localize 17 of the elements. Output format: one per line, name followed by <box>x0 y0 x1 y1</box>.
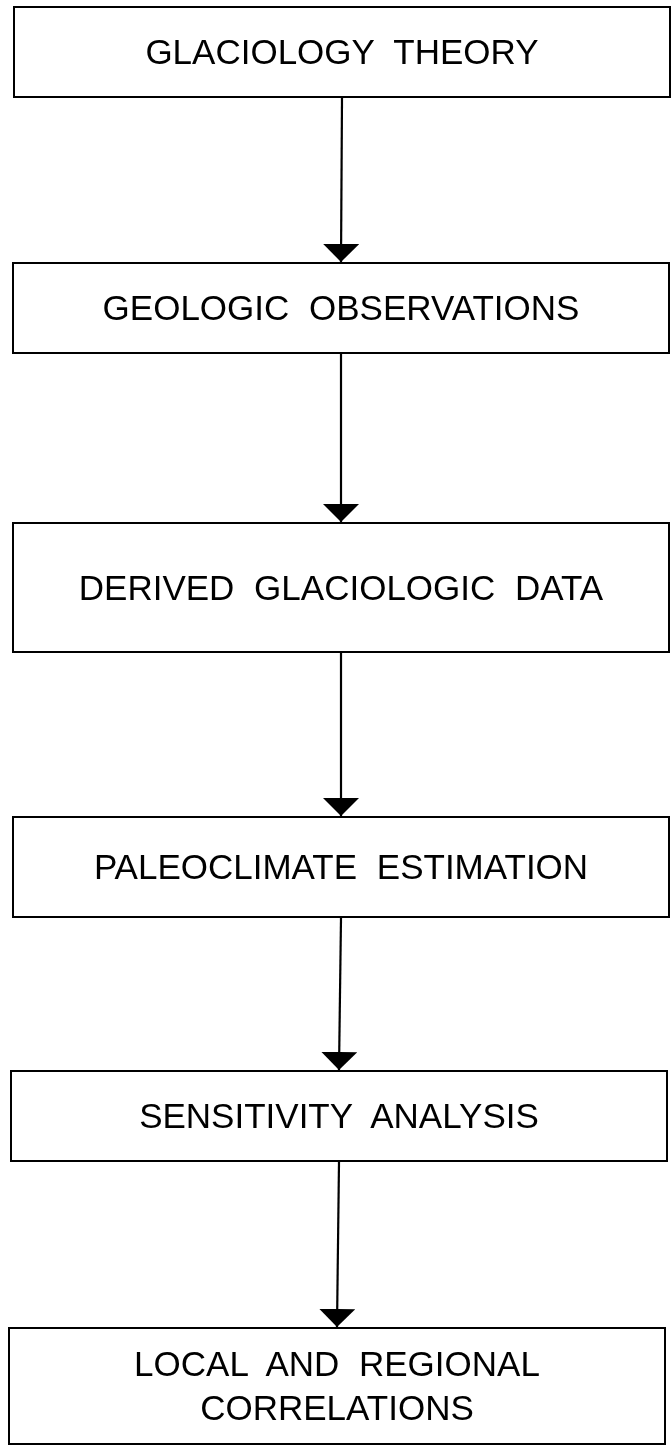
box-label: PALEOCLIMATE ESTIMATION <box>93 846 589 889</box>
arrow <box>323 98 360 262</box>
box-label: GLACIOLOGY THEORY <box>145 31 539 74</box>
arrow <box>323 653 359 816</box>
process-box <box>8 1327 666 1445</box>
process-box <box>13 6 671 98</box>
process-box <box>12 262 670 354</box>
process-box <box>12 816 670 918</box>
arrow <box>321 918 358 1070</box>
box-label: DERIVED GLACIOLOGIC DATA <box>78 566 604 609</box>
box-label: GEOLOGIC OBSERVATIONS <box>102 287 580 330</box>
arrow <box>319 1162 356 1327</box>
box-label: LOCAL AND REGIONAL CORRELATIONS <box>133 1343 541 1429</box>
process-box <box>10 1070 668 1162</box>
process-box <box>12 522 670 653</box>
box-label: SENSITIVITY ANALYSIS <box>139 1095 539 1138</box>
arrow <box>323 354 359 522</box>
